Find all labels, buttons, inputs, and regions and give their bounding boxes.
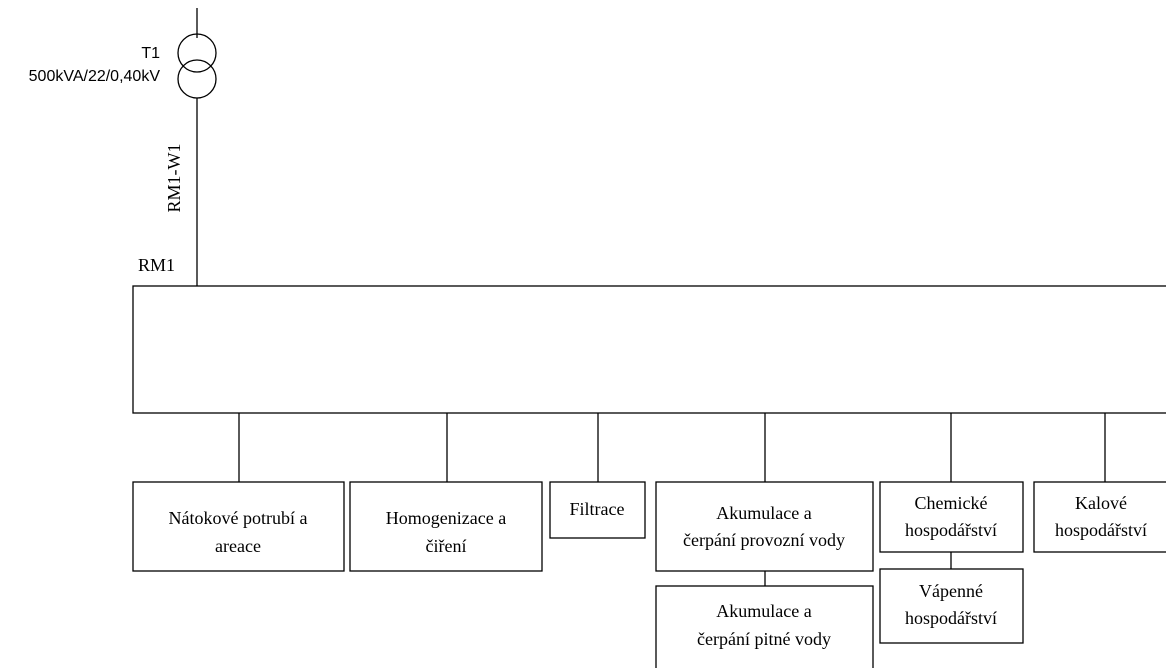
load-box-1: Nátokové potrubí a areace <box>132 481 345 572</box>
transformer-primary-winding <box>177 33 217 73</box>
load-1-label-line1: Nátokové potrubí a <box>169 508 308 528</box>
load-4-label-line1: Akumulace a <box>716 503 811 523</box>
subload-2-label-line2: hospodářství <box>905 608 997 628</box>
load-box-3: Filtrace <box>549 481 646 539</box>
switchboard-label: RM1 <box>138 255 175 275</box>
subload-box-1: Akumulace a čerpání pitné vody <box>655 585 874 668</box>
load-box-2: Homogenizace a čiření <box>349 481 543 572</box>
transformer-symbol <box>177 33 217 99</box>
load-box-5: Chemické hospodářství <box>879 481 1024 553</box>
load-6-label-line2: hospodářství <box>1055 520 1147 540</box>
switchboard-box <box>132 285 1166 414</box>
subload-1-label-line1: Akumulace a <box>716 601 811 621</box>
load-1-label-line2: areace <box>215 536 261 556</box>
load-box-4: Akumulace a čerpání provozní vody <box>655 481 874 572</box>
transformer-rating-label: 500kVA/22/0,40kV <box>29 68 161 85</box>
subload-1-label-line2: čerpání pitné vody <box>697 629 831 649</box>
load-2-label-line1: Homogenizace a <box>386 508 506 528</box>
load-4-label-line2: čerpání provozní vody <box>683 530 845 550</box>
transformer-id-label: T1 <box>141 45 160 62</box>
load-box-6: Kalové hospodářství <box>1033 481 1166 553</box>
load-5-label-line1: Chemické <box>915 493 988 513</box>
load-6-label-line1: Kalové <box>1075 493 1127 513</box>
load-2-label-line2: čiření <box>426 536 467 556</box>
load-5-label-line2: hospodářství <box>905 520 997 540</box>
subload-2-label-line1: Vápenné <box>919 581 983 601</box>
subload-box-2: Vápenné hospodářství <box>879 568 1024 644</box>
load-3-label-line1: Filtrace <box>570 499 625 519</box>
transformer-secondary-winding <box>177 59 217 99</box>
cable-label: RM1-W1 <box>164 144 184 213</box>
